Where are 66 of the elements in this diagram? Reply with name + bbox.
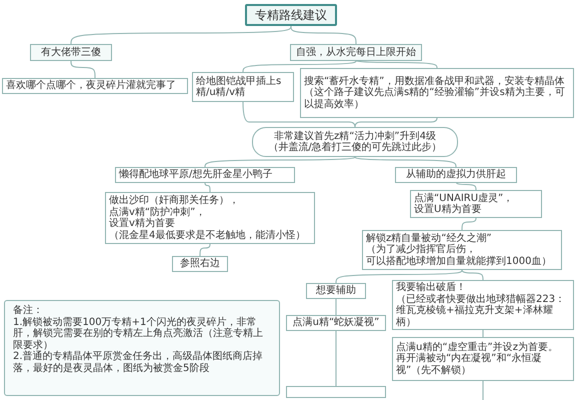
node-text: 1.解锁被动需要100万专精+1个闪光的夜灵碎片，非常肝，解锁完需要在别的专精左上角点亮激活（注意专精上限要求） xyxy=(13,316,264,350)
node-text: 点满u精“蛇妖凝视” xyxy=(292,317,380,329)
process-box xyxy=(286,315,386,331)
process-box xyxy=(115,167,295,183)
node-text: 点满v精“防护冲刺”， xyxy=(109,206,206,218)
node-text: （为了减少指挥官后伤， xyxy=(366,244,477,256)
box-shape xyxy=(286,386,386,398)
node-text: （井盖流/急着打三傻的可先跳过此步） xyxy=(268,142,442,154)
connector-line xyxy=(462,218,476,230)
node-text: 给地图铠战甲插上s精/u精/v精 xyxy=(196,76,282,98)
process-box xyxy=(192,72,294,102)
connector-line xyxy=(242,60,356,72)
connector-line xyxy=(356,60,438,68)
node-text: 有大佬带三傻 xyxy=(41,46,101,58)
node-text: 非常建议首先z精“活力冲刺”升到4级 xyxy=(274,130,436,142)
node-text: 备注： xyxy=(13,305,44,316)
node-text: 做出沙印（奸商那关任务）， xyxy=(109,195,240,206)
process-box xyxy=(290,44,422,61)
node-text: 点满u精的“虚空重击”并设z为首要。 xyxy=(396,342,559,353)
process-box xyxy=(2,78,188,94)
node-text: （这个路子建议先点满s精的“经验灌输”并设s精为主要，可以提高效率） xyxy=(304,87,566,110)
connector-line xyxy=(70,60,96,78)
node-text: 搜索“蓄歼水专精”，用数据准备战甲和武器，安装专精晶体 xyxy=(304,76,566,87)
node-text: 我要输出破盾！ xyxy=(396,282,467,294)
process-box xyxy=(300,68,574,118)
process-box xyxy=(105,192,315,244)
node-text: 参照右边 xyxy=(180,258,220,270)
node-text: 解锁z精自量被动“经久之潮” xyxy=(366,232,493,244)
node-text: 设置U精为首要 xyxy=(414,204,482,216)
node-text: 从辅助的虚拟力供肝起 xyxy=(406,169,506,181)
rounded-box xyxy=(252,127,458,157)
connector-line xyxy=(354,156,456,168)
connector-line xyxy=(204,156,356,168)
process-box xyxy=(410,190,542,218)
process-box xyxy=(395,167,517,183)
connector-line xyxy=(290,26,356,44)
node-text: 懒得配地球平原/想先肝金星小鸭子 xyxy=(119,169,274,181)
node-text: 维瓦克棱镜+福拉克升支架+泽林耀柄） xyxy=(396,305,554,328)
connector-line xyxy=(462,270,484,280)
process-box xyxy=(172,256,228,272)
note-box xyxy=(4,300,280,396)
node-text: 专精路线建议 xyxy=(255,8,327,22)
node-text: 喜欢哪个点哪个，夜灵碎片灌就完事了 xyxy=(6,80,177,92)
process-box xyxy=(392,280,574,330)
node-text: 点满“UNAIRU虚灵”， xyxy=(414,192,514,204)
process-box xyxy=(306,283,366,299)
node-text: 2.普通的专精晶体平原赏金任务出，高级晶体图纸商店掉落，最好的是夜灵晶体，图纸为被赏金5阶段 xyxy=(13,351,264,374)
connector-line xyxy=(336,270,462,284)
connector-line xyxy=(242,102,356,128)
node-text: （混金星4最低要求是不老触地，能清小怪） xyxy=(109,230,306,241)
connector-line xyxy=(482,380,484,400)
connector-line xyxy=(70,26,292,44)
node-text: 设置v精为首要 xyxy=(109,218,176,230)
connector-line xyxy=(456,182,476,190)
process-box xyxy=(362,230,562,270)
connector-line xyxy=(204,182,210,192)
node-text: 想要辅助 xyxy=(316,285,356,297)
connector-line xyxy=(482,330,484,338)
node-text: 可以搭配地球增加自量就能撑到1000血） xyxy=(366,256,552,268)
node-text: 自强，从水完每日上限开始 xyxy=(296,46,416,58)
connector-line xyxy=(200,244,210,256)
process-box xyxy=(245,4,337,26)
process-box xyxy=(30,44,112,61)
node-text: （已经或者快要做出地球猎幅器223： xyxy=(396,294,566,304)
node-text: 再开满被动“内在凝视”和“永恒凝视”（先不解锁） xyxy=(396,353,543,376)
process-box xyxy=(392,337,574,381)
